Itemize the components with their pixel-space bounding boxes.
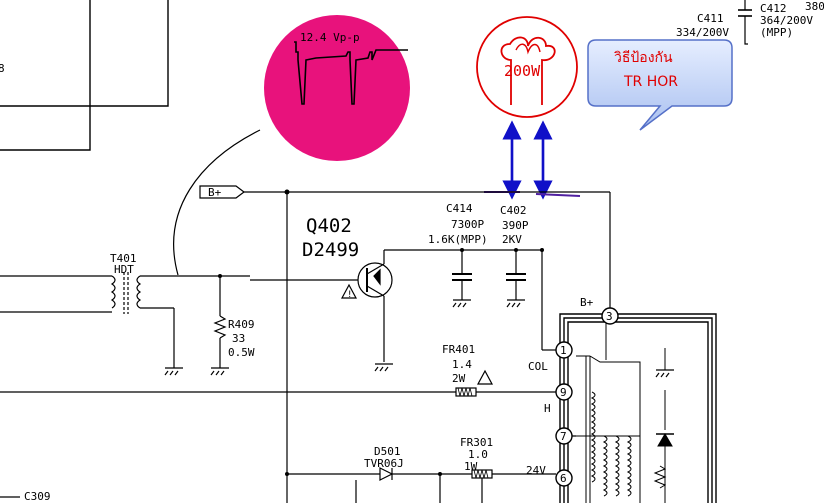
c411-label: C411 <box>697 12 724 25</box>
pin-6: 6 <box>560 472 567 485</box>
c412-value: 364/200V <box>760 14 813 27</box>
d2499-label: D2499 <box>302 239 359 261</box>
fr401-label: FR401 <box>442 343 475 356</box>
fr401-value: 1.4 <box>452 358 472 371</box>
pin-3: 3 <box>606 310 613 323</box>
fr301-value: 1.0 <box>468 448 488 461</box>
r409-watt: 0.5W <box>228 346 255 359</box>
fr401-watt: 2W <box>452 372 466 385</box>
c402-label: C402 <box>500 204 527 217</box>
h-label: H <box>544 402 551 415</box>
fr301-label: FR301 <box>460 436 493 449</box>
c411-c412: C411 334/200V C412 380 364/200V (MPP) <box>676 0 824 45</box>
callout-tr-hor: TR HOR <box>623 74 678 90</box>
d501-type: TVR06J <box>364 457 404 470</box>
flyback-pins: 3 1 9 7 6 <box>555 307 619 487</box>
q402-label: Q402 <box>306 215 352 237</box>
fr301-watt: 1W <box>464 460 478 473</box>
bplus-tag: B+ <box>208 186 222 199</box>
lamp-wattage: 200W <box>504 62 541 80</box>
callout-thai-text: วิธีป้องกัน <box>614 50 673 66</box>
d501-label: D501 <box>374 445 401 458</box>
edge-label: 8 <box>0 62 5 75</box>
c414-type: 1.6K(MPP) <box>428 233 488 246</box>
capacitor-c414-c402 <box>452 250 556 351</box>
r409-label: R409 <box>228 318 255 331</box>
warning-icon-fr401 <box>476 369 494 385</box>
transformer-t401 <box>0 272 250 368</box>
lamp-200w: 200W <box>476 16 578 118</box>
24v-label: 24V <box>526 464 546 477</box>
transistor-q402 <box>250 249 542 362</box>
col-label: COL <box>528 360 548 373</box>
waveform-amplitude: 12.4 Vp-p <box>300 31 360 44</box>
note-callout: วิธีป้องกัน TR HOR <box>587 39 733 131</box>
bplus-pin-label: B+ <box>580 296 594 309</box>
flyback-arc-wire <box>173 129 261 276</box>
warning-icon <box>340 283 358 299</box>
top-left-block <box>0 0 169 151</box>
c412-extra: 380 <box>805 0 824 13</box>
c402-type: 2KV <box>502 233 522 246</box>
r409-value: 33 <box>232 332 245 345</box>
warning-mark: ! <box>347 290 352 300</box>
lamp-connection-arrows <box>502 120 553 200</box>
c414-value: 7300P <box>451 218 484 231</box>
c414-label: C414 <box>446 202 473 215</box>
c412-type: (MPP) <box>760 26 793 39</box>
waveform-trace <box>294 41 408 105</box>
c411-value: 334/200V <box>676 26 729 39</box>
c412-label: C412 <box>760 2 787 15</box>
t401-label: T401 <box>110 252 137 265</box>
cut-mark-right <box>535 193 581 197</box>
waveform-bubble: 12.4 Vp-p <box>264 15 410 161</box>
pin-1: 1 <box>560 344 567 357</box>
pin-7: 7 <box>560 430 567 443</box>
c309-label: C309 <box>24 490 51 503</box>
hdt-label: HDT <box>114 263 134 276</box>
pin-9: 9 <box>560 386 567 399</box>
bplus-rail <box>199 185 611 503</box>
c402-value: 390P <box>502 219 529 232</box>
flyback-transformer <box>559 313 717 503</box>
